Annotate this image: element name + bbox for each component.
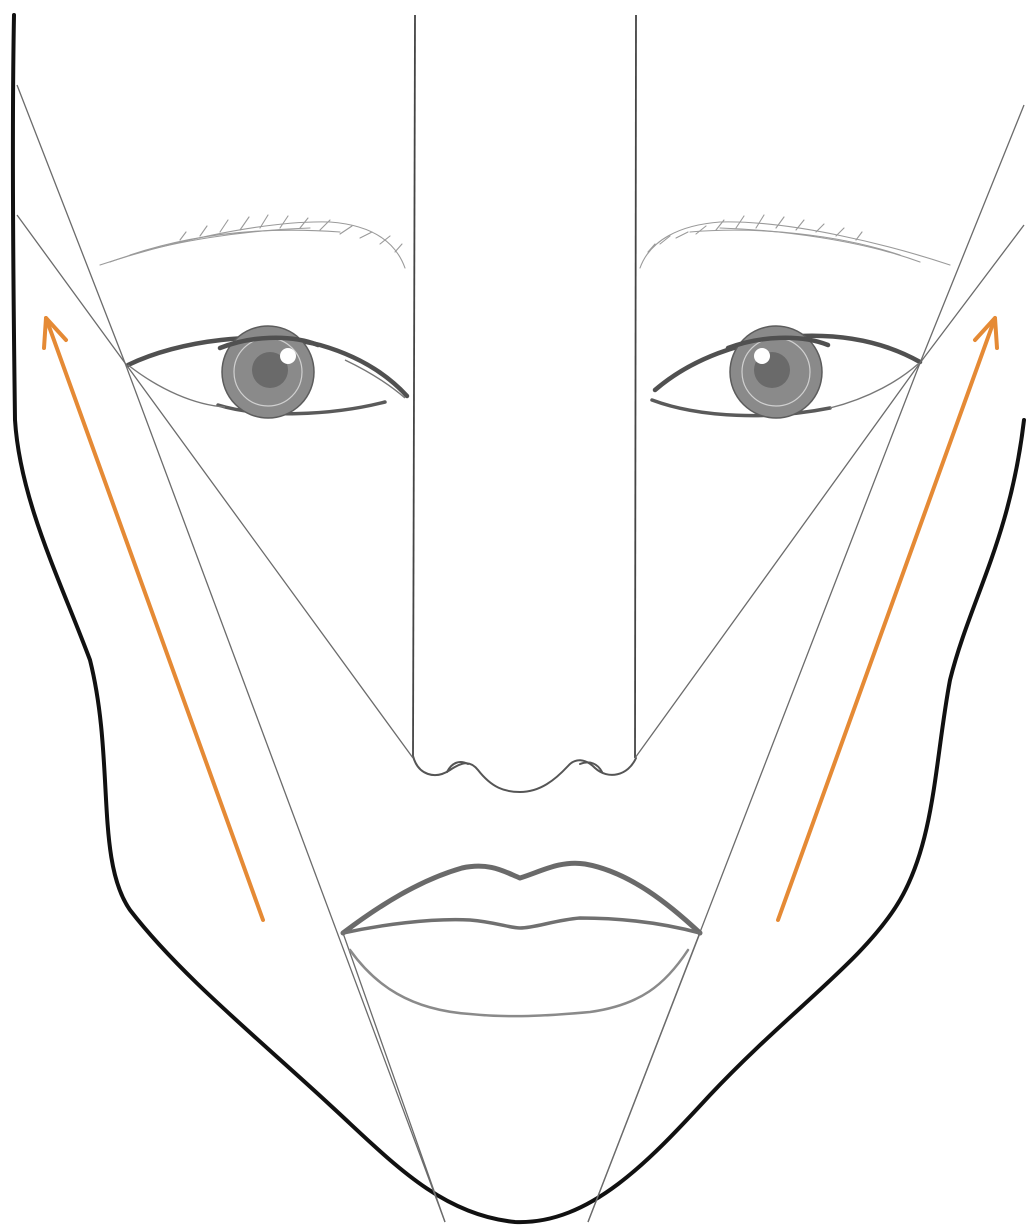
nose-tip	[413, 756, 636, 792]
eyebrow-left	[100, 215, 405, 268]
guide-line-right-eye-to-nose	[635, 363, 920, 758]
eye-left	[128, 326, 407, 418]
eye-right	[652, 326, 920, 418]
nose-bridge-right-line	[635, 15, 637, 758]
eyebrow-right	[640, 215, 950, 268]
nose-bridge-left-line	[413, 15, 415, 758]
guide-line-left-temple-to-eye	[17, 85, 125, 363]
guide-line-left-eye-to-nose	[125, 363, 413, 758]
guide-line-right-cheek-to-eye	[920, 225, 1024, 363]
lip-line	[343, 918, 700, 933]
lower-lip	[350, 950, 688, 1016]
guide-line-right-lip-to-chin	[588, 933, 700, 1222]
guide-line-right-temple-to-eye	[920, 105, 1024, 363]
lips	[343, 863, 700, 1016]
nose-bridge	[413, 15, 637, 758]
guide-line-left-eye-to-chin	[125, 363, 445, 1222]
face-outline	[13, 15, 1024, 1222]
eye-right-highlight	[754, 348, 770, 364]
guide-line-left-lip-to-chin	[343, 933, 445, 1222]
eye-left-highlight	[280, 348, 296, 364]
guide-line-left-cheek-to-eye	[17, 215, 125, 363]
